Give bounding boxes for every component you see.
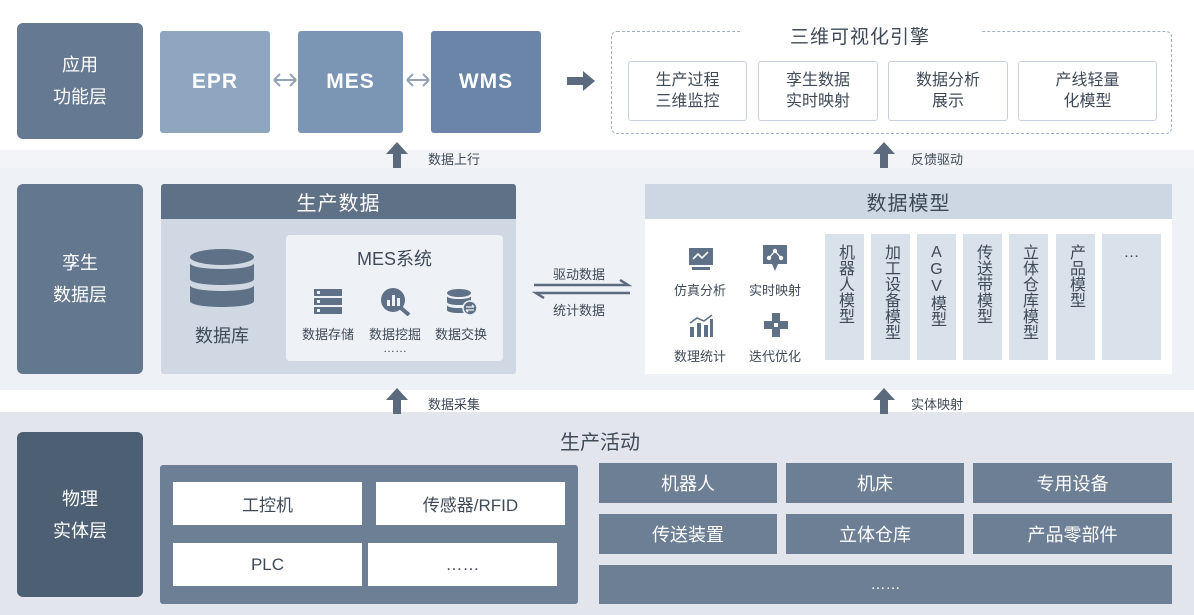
model-column-label: 加工设备模型 — [882, 244, 899, 340]
model-column-label: 机器人模型 — [836, 244, 853, 324]
right-arrow-icon — [565, 70, 597, 97]
upload-label: 数据上行 — [428, 152, 481, 167]
model-column-label: 产品模型 — [1067, 244, 1084, 308]
iteration-icon — [763, 312, 789, 343]
mes-more-ellipsis: …… — [383, 341, 407, 355]
production-data-title: 生产数据 — [161, 184, 516, 219]
vis-item: 生产过程 三维监控 — [628, 61, 747, 121]
gap-band — [0, 390, 1194, 412]
collect-label: 数据采集 — [428, 397, 481, 412]
layer-label-physical: 物理 实体层 — [17, 432, 143, 597]
twin-layer-band — [0, 150, 1194, 168]
mes-function-label: 数据交换 — [434, 327, 487, 342]
stat-data-label: 统计数据 — [553, 303, 606, 318]
up-arrow-icon — [873, 142, 895, 173]
system-epr: EPR — [160, 31, 270, 133]
simulation-icon — [688, 247, 714, 276]
control-item: …… — [368, 543, 557, 586]
statistics-icon — [688, 314, 714, 343]
exchange-icon — [446, 288, 494, 318]
feedback-label: 反馈驱动 — [911, 152, 964, 167]
equipment-item: 机器人 — [599, 463, 777, 503]
system-mes: MES — [298, 31, 403, 133]
model-column-label: AGV模型 — [928, 244, 945, 327]
control-item: 传感器/RFID — [376, 482, 565, 525]
equipment-item: 专用设备 — [973, 463, 1172, 503]
model-column-label: … — [1123, 244, 1140, 261]
model-column-label: 立体仓库模型 — [1020, 244, 1037, 340]
equipment-item: …… — [599, 565, 1172, 604]
system-wms: WMS — [431, 31, 541, 133]
layer-label-twin: 孪生 数据层 — [17, 184, 143, 374]
model-column: 机器人模型 — [825, 234, 864, 360]
database-icon — [188, 249, 256, 322]
model-column: 传送带模型 — [963, 234, 1002, 360]
drive-data-label: 驱动数据 — [553, 267, 606, 282]
production-activity-title: 生产活动 — [560, 431, 640, 454]
data-model-function-label: 迭代优化 — [748, 349, 801, 364]
model-column: 产品模型 — [1056, 234, 1095, 360]
model-column: 立体仓库模型 — [1009, 234, 1048, 360]
double-arrow-icon — [405, 70, 431, 96]
control-item: 工控机 — [173, 482, 362, 525]
mes-function-label: 数据挖掘 — [368, 327, 421, 342]
equipment-item: 机床 — [786, 463, 964, 503]
vis-item: 数据分析 展示 — [888, 61, 1008, 121]
storage-icon — [313, 288, 361, 318]
data-model-function-label: 实时映射 — [748, 283, 801, 298]
data-model-function-label: 仿真分析 — [673, 283, 726, 298]
up-arrow-icon — [386, 388, 408, 419]
model-column-label: 传送带模型 — [974, 244, 991, 324]
vis-item: 产线轻量 化模型 — [1018, 61, 1157, 121]
vis-item: 孪生数据 实时映射 — [758, 61, 878, 121]
database-label: 数据库 — [195, 326, 249, 346]
model-column: AGV模型 — [917, 234, 956, 360]
data-model-title: 数据模型 — [645, 184, 1172, 219]
double-arrow-icon — [272, 70, 298, 96]
layer-label-application: 应用 功能层 — [17, 23, 143, 139]
up-arrow-icon — [386, 142, 408, 173]
equipment-item: 产品零部件 — [973, 514, 1172, 554]
mapping-label: 实体映射 — [911, 397, 964, 412]
bidirectional-arrow-icon — [531, 278, 633, 304]
up-arrow-icon — [873, 388, 895, 419]
model-column: … — [1102, 234, 1161, 360]
mining-icon — [379, 286, 427, 317]
control-item: PLC — [173, 543, 362, 586]
visualization-engine-title: 三维可视化引擎 — [740, 22, 980, 48]
mes-function-label: 数据存储 — [301, 327, 354, 342]
data-model-function-label: 数理统计 — [673, 349, 726, 364]
equipment-item: 传送装置 — [599, 514, 777, 554]
equipment-item: 立体仓库 — [786, 514, 964, 554]
model-column: 加工设备模型 — [871, 234, 910, 360]
realtime-mapping-icon — [762, 244, 788, 277]
mes-system-title: MES系统 — [356, 249, 432, 269]
